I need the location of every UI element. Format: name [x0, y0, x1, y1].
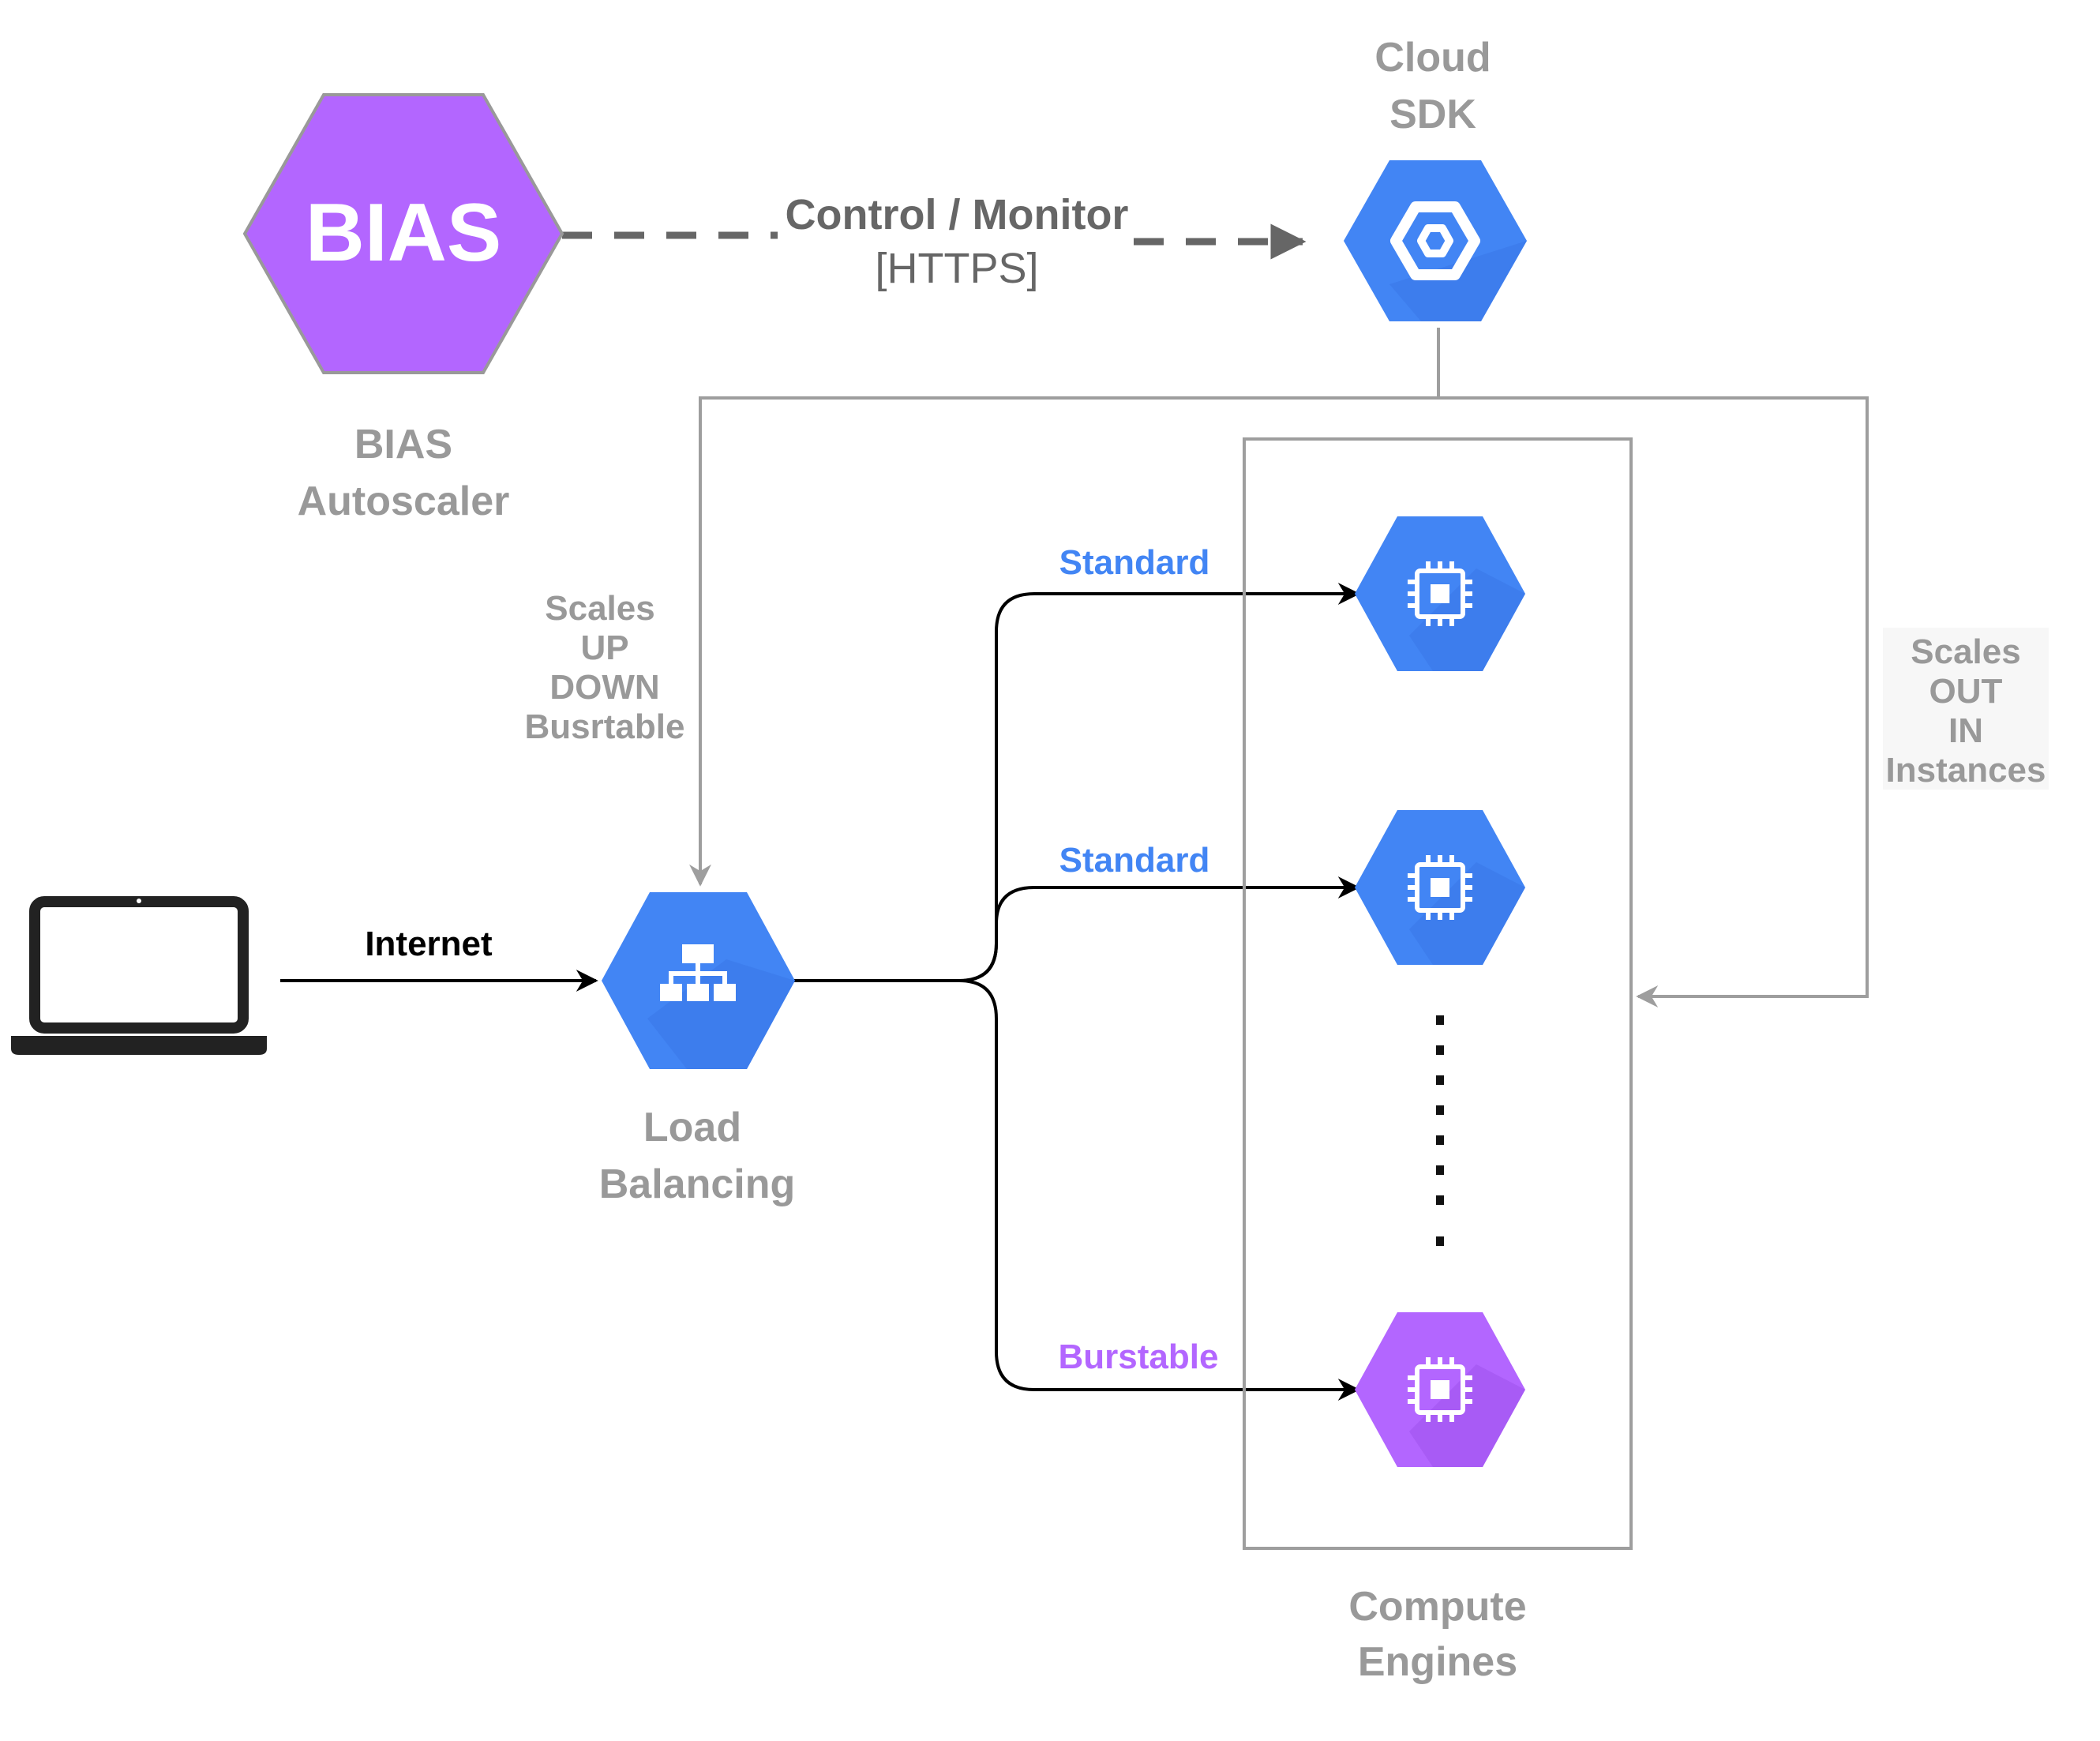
cloud-sdk-icon [1390, 201, 1480, 280]
load-balancing-icon [660, 944, 736, 1001]
bias-label-line2: Autoscaler [298, 478, 510, 524]
bias-label-line1: BIAS [354, 422, 452, 467]
scale-horizontal-line4: Instances [1886, 751, 2046, 790]
cpu-icon [1408, 1357, 1472, 1422]
hexagon-icon [242, 93, 564, 374]
compute-instance-standard-2[interactable] [1355, 810, 1525, 965]
scale-vertical-line2: UP [580, 628, 628, 667]
control-connector [562, 223, 1307, 260]
cloud-sdk-node[interactable] [1344, 160, 1527, 321]
laptop-icon [11, 896, 267, 1055]
fanout-connectors [793, 583, 1360, 1401]
sdk-scaling-connector [689, 328, 1869, 1007]
load-balancing-node[interactable] [602, 892, 795, 1069]
bias-badge-text: BIAS [306, 187, 501, 279]
compute-engines-label-line2: Engines [1358, 1639, 1517, 1685]
cpu-icon [1408, 855, 1472, 920]
cpu-icon [1408, 561, 1472, 626]
client-laptop-node[interactable] [11, 896, 267, 1055]
cloud-sdk-label-line2: SDK [1389, 92, 1476, 137]
instance-type-label: Standard [1059, 543, 1210, 582]
scale-vertical-line3: DOWN [549, 668, 659, 707]
scale-horizontal-line3: IN [1948, 711, 1983, 750]
scale-vertical-line1: Scales [545, 589, 654, 628]
compute-instance-burstable[interactable] [1355, 1312, 1525, 1467]
instance-type-label: Burstable [1059, 1338, 1219, 1376]
scale-horizontal-line2: OUT [1929, 672, 2003, 711]
compute-engines-group [1243, 437, 1633, 1550]
compute-instance-standard-1[interactable] [1355, 516, 1525, 671]
load-balancing-label-line1: Load [643, 1105, 741, 1150]
scale-horizontal-label: Scales OUT IN Instances [1883, 628, 2049, 790]
cloud-sdk-label-line1: Cloud [1374, 35, 1491, 81]
control-edge-protocol: [HTTPS] [875, 245, 1038, 292]
scale-vertical-line4: Busrtable [525, 707, 685, 746]
bias-autoscaler-node[interactable]: BIAS [242, 93, 564, 374]
control-edge-label: Control / Monitor [786, 191, 1129, 238]
load-balancing-label-line2: Balancing [599, 1161, 796, 1207]
instance-type-label: Standard [1059, 841, 1210, 880]
internet-edge-label: Internet [365, 925, 493, 963]
compute-engines-label-line1: Compute [1348, 1584, 1526, 1630]
scale-horizontal-line1: Scales [1911, 632, 2020, 671]
more-instances-ellipsis [1436, 1015, 1444, 1246]
